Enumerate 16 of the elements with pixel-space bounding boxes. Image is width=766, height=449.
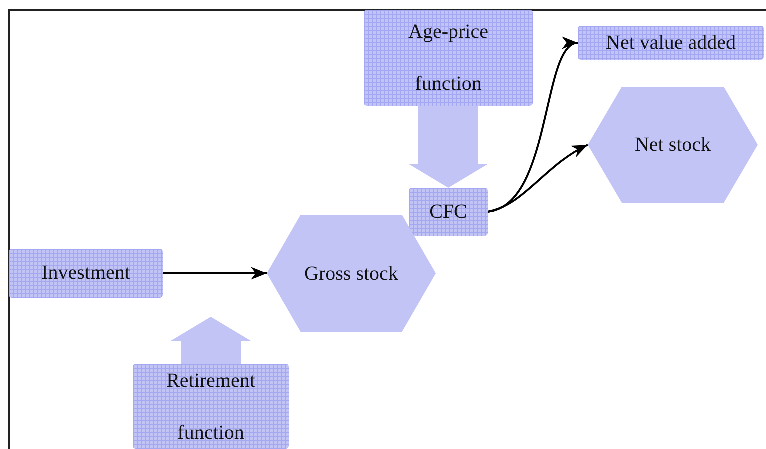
node-label: CFC	[428, 200, 468, 225]
arrow	[163, 267, 267, 280]
hexagon-node	[588, 87, 758, 203]
process-box	[364, 10, 533, 106]
process-box	[409, 188, 488, 236]
block-arrow	[171, 317, 251, 364]
node-label: Investment	[40, 261, 132, 286]
node-label: Net stock	[634, 133, 712, 158]
node-label: Gross stock	[304, 262, 400, 286]
node-label: Net value added	[605, 31, 737, 56]
node-label: Age-price function	[408, 20, 490, 97]
node-label: Retirement function	[166, 368, 256, 446]
process-box	[133, 364, 289, 449]
process-box	[9, 249, 163, 298]
block-arrow	[408, 106, 488, 188]
process-box	[578, 26, 764, 60]
